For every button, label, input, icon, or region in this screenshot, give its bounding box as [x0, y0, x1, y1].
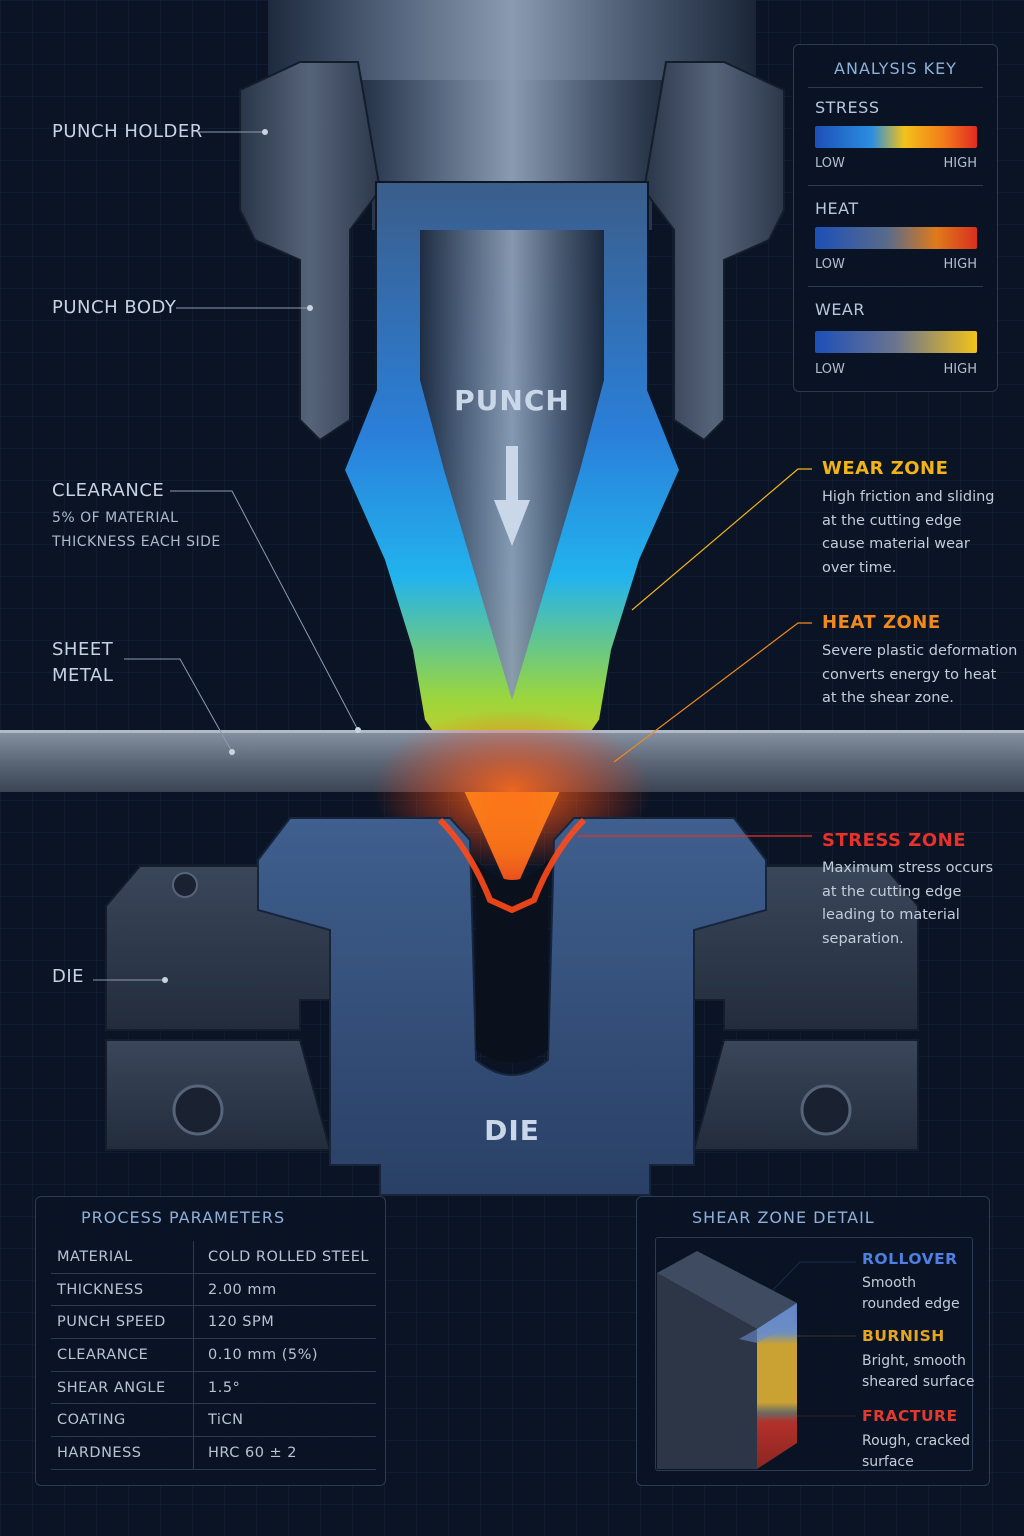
- stress-high-label: HIGH: [943, 156, 977, 171]
- process-parameters-title: PROCESS PARAMETERS: [81, 1208, 286, 1227]
- clearance-note-line-2: THICKNESS EACH SIDE: [52, 534, 221, 550]
- wear-key-title: WEAR: [815, 300, 865, 319]
- parameter-key: CLEARANCE: [51, 1338, 194, 1372]
- parameter-value: TiCN: [193, 1403, 376, 1438]
- heat-high-label: HIGH: [943, 257, 977, 272]
- parameter-value: 2.00 mm: [193, 1273, 376, 1307]
- stress-low-label: LOW: [815, 156, 845, 171]
- analysis-key-title: ANALYSIS KEY: [834, 59, 957, 78]
- shear-zone-inner-frame: [655, 1237, 973, 1471]
- shear-zone-title: SHEAR ZONE DETAIL: [692, 1208, 875, 1227]
- sheet-metal-label-line-2: METAL: [52, 665, 114, 686]
- sheared-edge-illustration: [657, 1251, 797, 1469]
- parameter-value: 1.5°: [193, 1371, 376, 1405]
- stress-gradient-bar: [815, 126, 977, 148]
- parameter-key: SHEAR ANGLE: [51, 1371, 194, 1405]
- parameter-key: COATING: [51, 1403, 194, 1438]
- parameter-value: 120 SPM: [193, 1305, 376, 1340]
- punch-body-label: PUNCH BODY: [52, 297, 177, 318]
- stress-zone-title: STRESS ZONE: [822, 830, 966, 851]
- stress-key-title: STRESS: [815, 98, 880, 117]
- clearance-note-line-1: 5% OF MATERIAL: [52, 510, 179, 526]
- wear-gradient-bar: [815, 331, 977, 353]
- die-center-label: DIE: [484, 1114, 540, 1147]
- parameter-value: HRC 60 ± 2: [193, 1436, 376, 1470]
- parameter-value: 0.10 mm (5%): [193, 1338, 376, 1372]
- heat-gradient-bar: [815, 227, 977, 249]
- parameter-key: THICKNESS: [51, 1273, 194, 1307]
- burnish-title: BURNISH: [862, 1327, 945, 1345]
- heat-zone-title: HEAT ZONE: [822, 612, 941, 633]
- parameter-key: HARDNESS: [51, 1436, 194, 1470]
- rollover-title: ROLLOVER: [862, 1250, 958, 1268]
- parameter-key: PUNCH SPEED: [51, 1305, 194, 1340]
- clearance-label: CLEARANCE: [52, 480, 165, 501]
- parameter-value: COLD ROLLED STEEL: [193, 1241, 376, 1274]
- sheet-metal-label-line-1: SHEET: [52, 639, 114, 660]
- punch-holder-label: PUNCH HOLDER: [52, 121, 203, 142]
- wear-high-label: HIGH: [943, 362, 977, 377]
- punch-center-label: PUNCH: [454, 384, 570, 417]
- parameter-key: MATERIAL: [51, 1241, 194, 1274]
- wear-zone-title: WEAR ZONE: [822, 458, 949, 479]
- die-label: DIE: [52, 966, 85, 987]
- fracture-title: FRACTURE: [862, 1407, 958, 1425]
- heat-key-title: HEAT: [815, 199, 859, 218]
- analysis-key-panel: ANALYSIS KEY STRESS LOW HIGH HEAT LOW HI…: [793, 44, 998, 392]
- heat-low-label: LOW: [815, 257, 845, 272]
- wear-low-label: LOW: [815, 362, 845, 377]
